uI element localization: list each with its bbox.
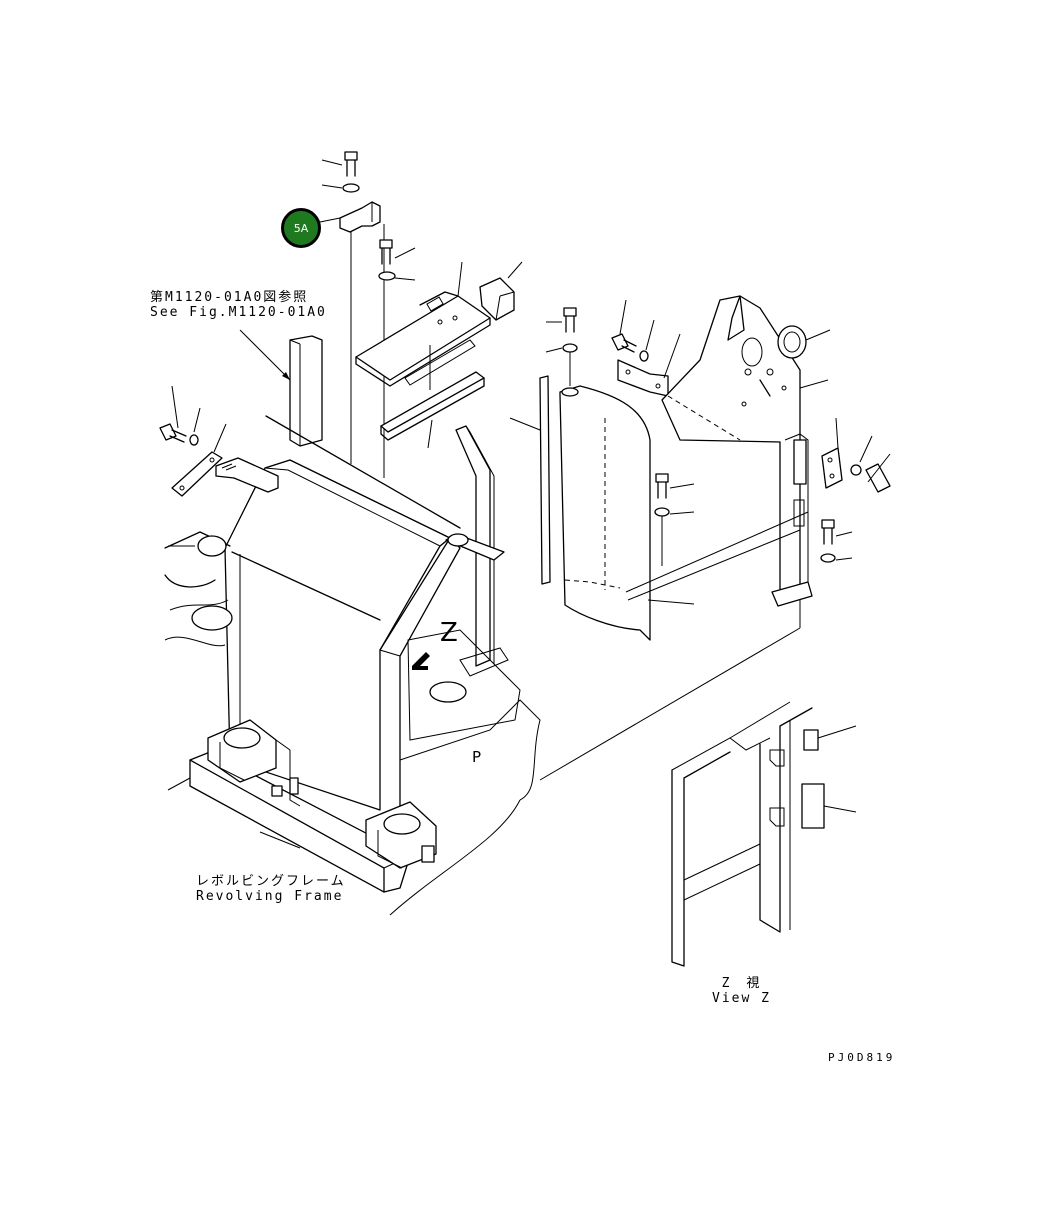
left-frame-parts: [164, 531, 233, 647]
view-direction-arrow-icon: [412, 652, 430, 670]
main-side-plate: [661, 295, 829, 628]
view-marker-z: Z: [440, 618, 458, 648]
bolt-center-right: [545, 307, 578, 386]
frame-label-en: Revolving Frame: [196, 889, 344, 904]
upper-plate: [355, 261, 491, 390]
hood-top-bracket: [215, 457, 279, 493]
round-cap: [777, 325, 831, 359]
part-mark-p: P: [472, 748, 482, 766]
bolt-top-center: [378, 239, 416, 281]
seal-strip: [509, 375, 551, 585]
bolt-top-left: [321, 151, 358, 177]
callout-label: 5A: [293, 221, 309, 235]
vertical-post: [289, 335, 323, 447]
right-post-assembly: [445, 425, 509, 677]
hood-top-edge: [265, 415, 461, 529]
bolt-left: [159, 385, 201, 446]
view-label: Z 視 View Z: [712, 976, 771, 1006]
bolt-right-lower: [820, 519, 853, 563]
reference-label: 第M1120-01A0図参照 See Fig.M1120-01A0: [150, 290, 327, 320]
pad-block: [479, 261, 523, 321]
left-socket: [207, 719, 301, 807]
frame-label: レボルビングフレーム Revolving Frame: [196, 874, 346, 904]
left-bracket-plate: [171, 423, 227, 497]
view-label-jp: Z 視: [721, 976, 762, 991]
cross-bar: [380, 371, 485, 449]
drawing-code: PJ0D819: [828, 1051, 896, 1064]
bracket-5a: [319, 201, 385, 478]
hinge-bracket-right: [821, 417, 891, 493]
reference-arrow: [239, 329, 291, 381]
washer-top-left: [321, 183, 360, 193]
view-label-en: View Z: [712, 991, 771, 1006]
revolving-frame-base: [167, 629, 541, 916]
reference-label-en: See Fig.M1120-01A0: [150, 305, 327, 320]
view-z-inset: [671, 701, 857, 967]
bolt-right-upper: [611, 299, 655, 362]
callout-badge-5a[interactable]: 5A: [281, 208, 321, 248]
side-cover: [559, 385, 695, 641]
frame-label-jp: レボルビングフレーム: [196, 874, 346, 889]
reference-label-jp: 第M1120-01A0図参照: [150, 290, 309, 305]
right-socket: [365, 801, 437, 869]
assembly-guide-lines: [539, 511, 809, 781]
bolt-right-mid: [654, 473, 695, 566]
